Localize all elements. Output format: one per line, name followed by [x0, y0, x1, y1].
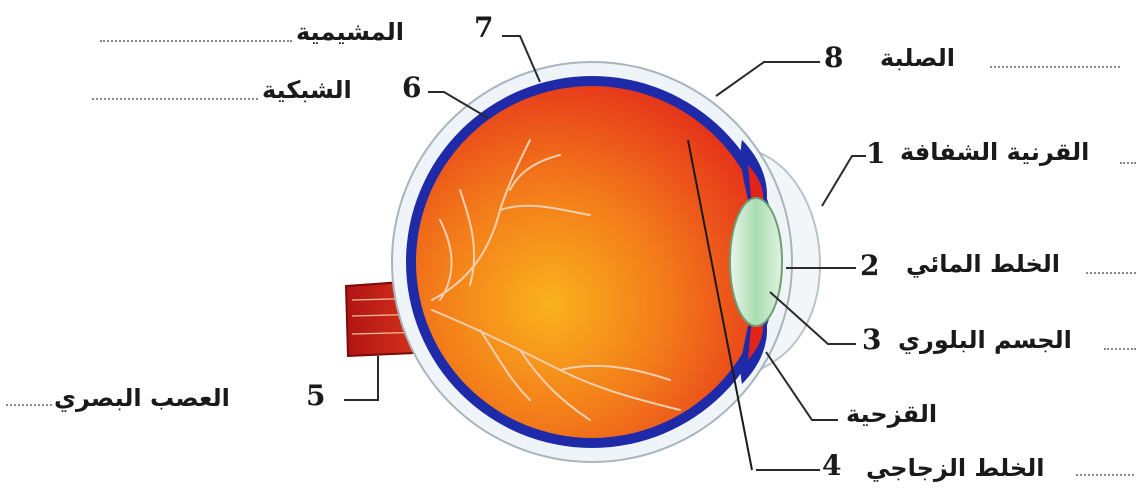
label-vitreous-name: الخلط الزجاجي	[866, 456, 1044, 480]
dotted-line-vitreous	[1076, 474, 1134, 476]
dotted-line-lens	[1104, 348, 1136, 350]
dotted-line-sclera	[990, 66, 1120, 68]
label-choroid-number: 7	[474, 14, 493, 42]
dotted-line-choroid	[100, 40, 292, 42]
label-aqueous-number: 2	[860, 252, 879, 280]
label-cornea-number: 1	[866, 140, 885, 168]
label-lens-number: 3	[862, 326, 881, 354]
label-aqueous-name: الخلط المائي	[906, 252, 1060, 276]
label-sclera-name: الصلبة	[880, 46, 955, 70]
label-cornea-name: القرنية الشفافة	[900, 140, 1089, 164]
dotted-line-retina	[92, 98, 258, 100]
label-vitreous-number: 4	[822, 452, 841, 480]
label-lens-name: الجسم البلوري	[898, 328, 1072, 352]
label-iris-name: القزحية	[846, 402, 937, 426]
dotted-line-cornea	[1120, 162, 1136, 164]
label-sclera-number: 8	[824, 44, 843, 72]
retina-shape	[416, 86, 768, 438]
label-retina-name: الشبكية	[262, 78, 352, 102]
dotted-line-optic	[6, 404, 52, 406]
label-retina-number: 6	[402, 74, 421, 102]
label-optic-number: 5	[306, 382, 325, 410]
lens-shape	[730, 198, 782, 326]
label-choroid-name: المشيمية	[296, 20, 404, 44]
label-optic-name: العصب البصري	[54, 386, 230, 410]
dotted-line-aqueous	[1086, 272, 1136, 274]
